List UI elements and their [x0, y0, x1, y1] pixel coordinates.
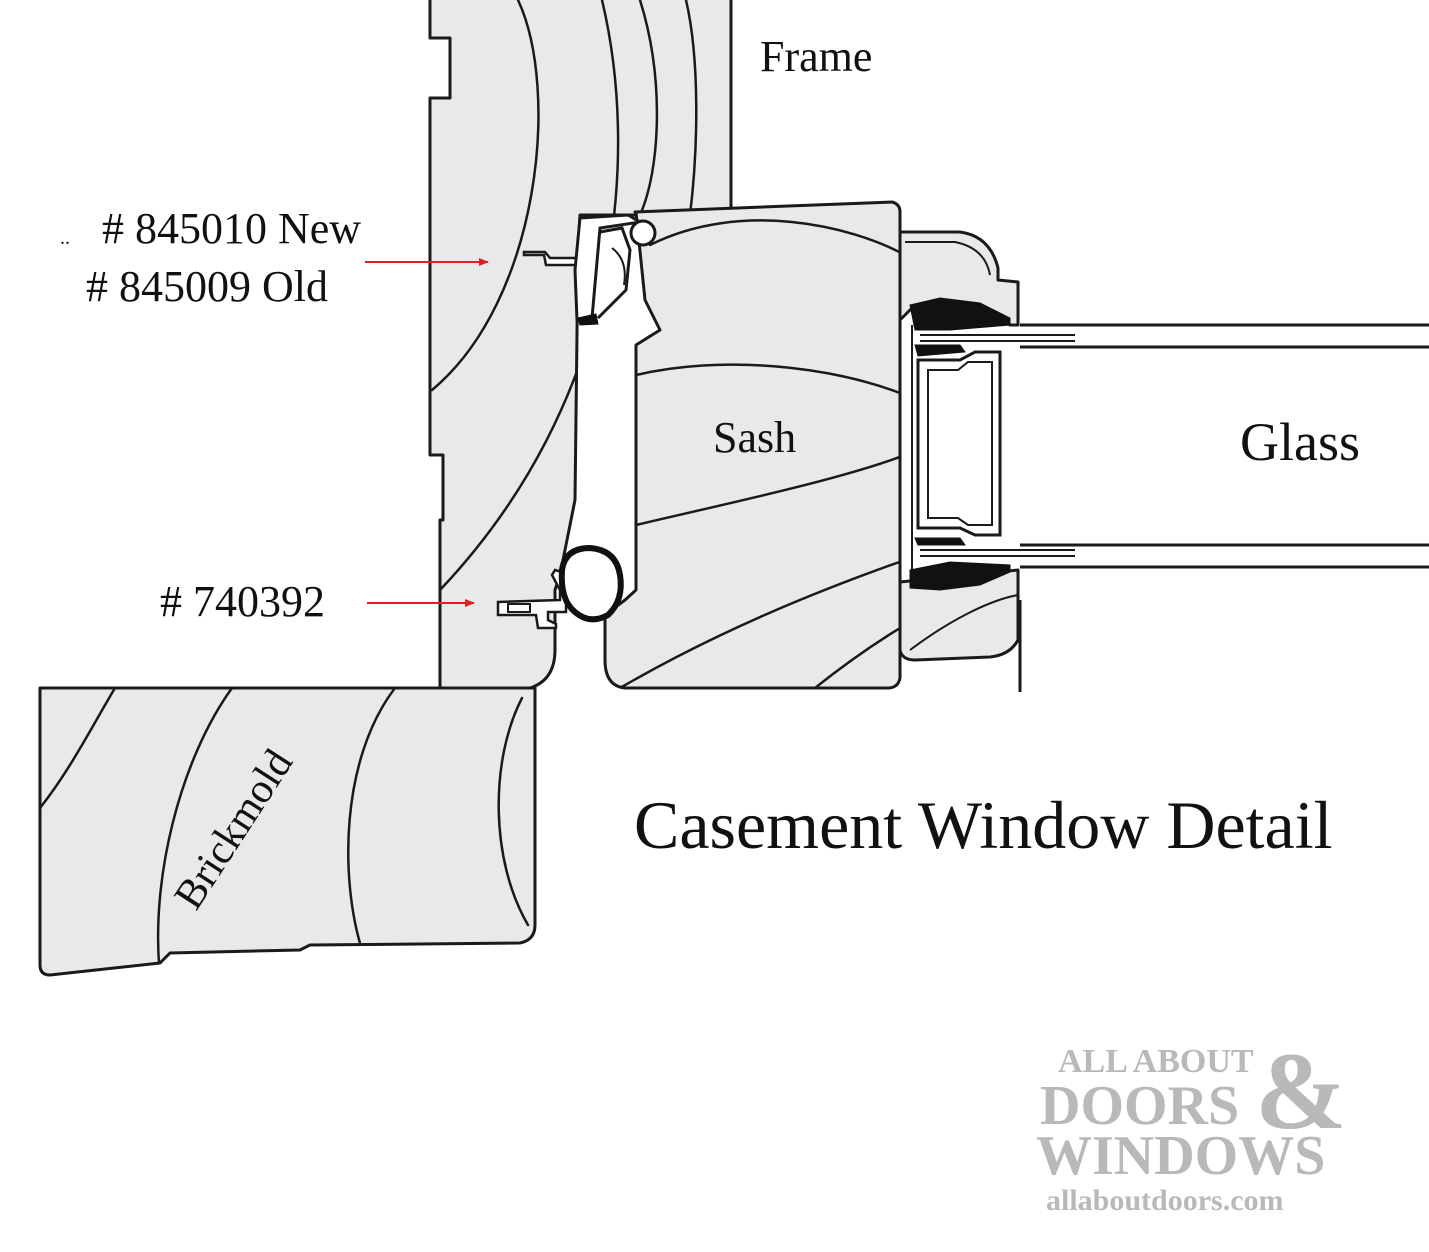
diagram-title: Casement Window Detail — [634, 787, 1333, 863]
label-frame: Frame — [760, 32, 872, 81]
sash-member — [603, 200, 902, 690]
watermark-line3: WINDOWS — [1036, 1125, 1325, 1187]
weatherstrip-740392 — [496, 544, 624, 630]
brickmold-member — [38, 686, 537, 977]
watermark-line1: ALL ABOUT — [1058, 1043, 1254, 1080]
watermark-ampersand: & — [1255, 1030, 1347, 1152]
frame-member — [428, 0, 733, 690]
glass-unit — [909, 297, 1429, 591]
label-stray-mark: .. — [60, 227, 70, 249]
label-part-740392: # 740392 — [160, 577, 325, 626]
label-part-845010: # 845010 New — [102, 204, 361, 253]
watermark-logo: ALL ABOUT & DOORS WINDOWS allaboutdoors.… — [1036, 1030, 1347, 1217]
label-part-845009: # 845009 Old — [86, 262, 328, 311]
label-glass: Glass — [1240, 412, 1360, 472]
watermark-url: allaboutdoors.com — [1046, 1184, 1284, 1217]
label-sash: Sash — [713, 413, 796, 462]
weatherstrip-845010 — [522, 213, 657, 326]
watermark-line2: DOORS — [1040, 1075, 1239, 1137]
